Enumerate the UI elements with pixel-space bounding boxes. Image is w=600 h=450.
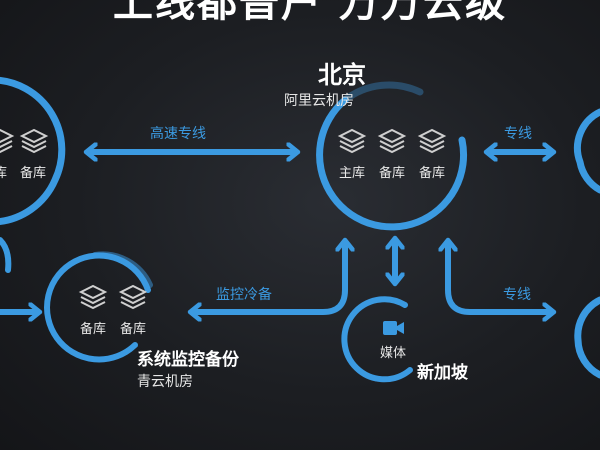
singapore-ring — [341, 296, 413, 383]
database-icon — [19, 128, 49, 154]
database-icon — [118, 284, 148, 310]
beijing-ring — [316, 81, 468, 231]
monitor-db-label-2: 备库 — [120, 322, 147, 337]
database-icon — [337, 128, 367, 154]
left-down-arrow — [0, 237, 12, 273]
right-top-ring — [573, 108, 600, 194]
monitor-title: 系统监控备份 — [137, 350, 239, 370]
monitor-ring — [44, 251, 153, 363]
left-db-label-2: 备库 — [20, 166, 47, 181]
beijing-db-label-3: 备库 — [419, 166, 446, 181]
dedicated-bottom-label: 专线 — [503, 287, 531, 303]
singapore-title: 新加坡 — [417, 363, 468, 383]
monitor-cold-label: 监控冷备 — [216, 287, 272, 303]
database-icon — [377, 128, 407, 154]
beijing-db-label-1: 主库 — [339, 166, 366, 181]
dedicated-top-label: 专线 — [504, 126, 532, 142]
beijing-title: 北京 — [318, 61, 366, 89]
monitor-db-label-1: 备库 — [80, 322, 107, 337]
left-db-label-1: 库 — [0, 166, 8, 181]
right-bottom-ring — [574, 296, 600, 379]
database-icon — [417, 128, 447, 154]
dedicated-bottom-arrow — [448, 242, 552, 312]
page-title: 上线都普户 万万云级 — [113, 0, 507, 26]
video-camera-icon — [383, 321, 404, 335]
beijing-subtitle: 阿里云机房 — [284, 93, 354, 109]
monitor-subtitle: 青云机房 — [137, 374, 193, 390]
database-icon — [78, 284, 108, 310]
singapore-media-label: 媒体 — [380, 346, 407, 361]
high-speed-label: 高速专线 — [150, 126, 206, 142]
database-icon — [0, 128, 15, 154]
beijing-db-label-2: 备库 — [379, 166, 406, 181]
left-node-ring — [0, 76, 66, 225]
monitor-cold-arrow — [192, 242, 345, 312]
